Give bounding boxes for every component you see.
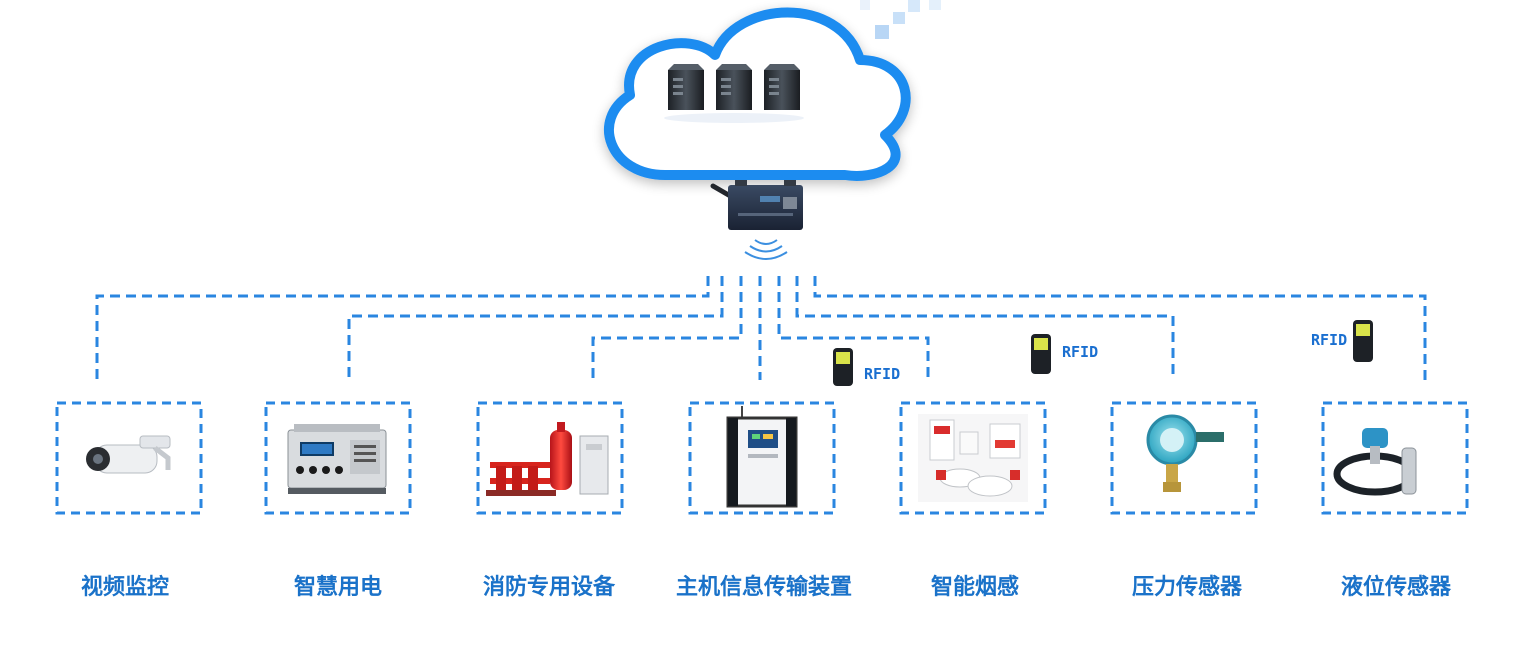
device-boxes: [55, 401, 1469, 515]
rfid-label: RFID: [1311, 331, 1347, 349]
wifi-signal-icon: [744, 239, 788, 260]
device-label-smart-power: 智慧用电: [294, 574, 382, 600]
device-label-video-surveillance: 视频监控: [81, 574, 169, 600]
device-box: [264, 401, 412, 515]
server-icon: [668, 64, 704, 110]
connection-lines: [95, 276, 1427, 380]
fire-pump-icon: [486, 422, 609, 496]
cloud-icon: [604, 7, 911, 181]
device-label-smart-smoke: 智能烟感: [931, 574, 1019, 600]
rfid-reader-icon: [1353, 320, 1373, 362]
smoke-detector-icon: [918, 414, 1028, 502]
transmission-host-icon: [726, 406, 798, 508]
pressure-sensor-icon: [1146, 414, 1224, 492]
power-meter-icon: [287, 424, 387, 494]
server-icon: [716, 64, 752, 110]
gateway-icon: [710, 180, 803, 230]
device-box: [55, 401, 203, 515]
server-icon: [764, 64, 800, 110]
rfid-reader-icon: [833, 348, 853, 386]
device-box: [688, 401, 836, 515]
device-label-pressure-sensor: 压力传感器: [1132, 574, 1243, 600]
level-sensor-icon: [1333, 428, 1417, 496]
device-label-level-sensor: 液位传感器: [1341, 574, 1452, 600]
device-box: [1110, 401, 1258, 515]
rfid-label: RFID: [864, 365, 900, 383]
device-box: [1321, 401, 1469, 515]
device-box: [476, 401, 624, 515]
device-label-fire-equipment: 消防专用设备: [483, 574, 616, 600]
rfid-reader-icon: [1031, 334, 1051, 374]
rfid-label: RFID: [1062, 343, 1098, 361]
server-rack-group: [664, 64, 804, 123]
decorative-pixels: [860, 0, 941, 39]
device-box: [899, 401, 1047, 515]
camera-icon: [86, 435, 171, 474]
device-label-transmission-host: 主机信息传输装置: [676, 574, 852, 600]
